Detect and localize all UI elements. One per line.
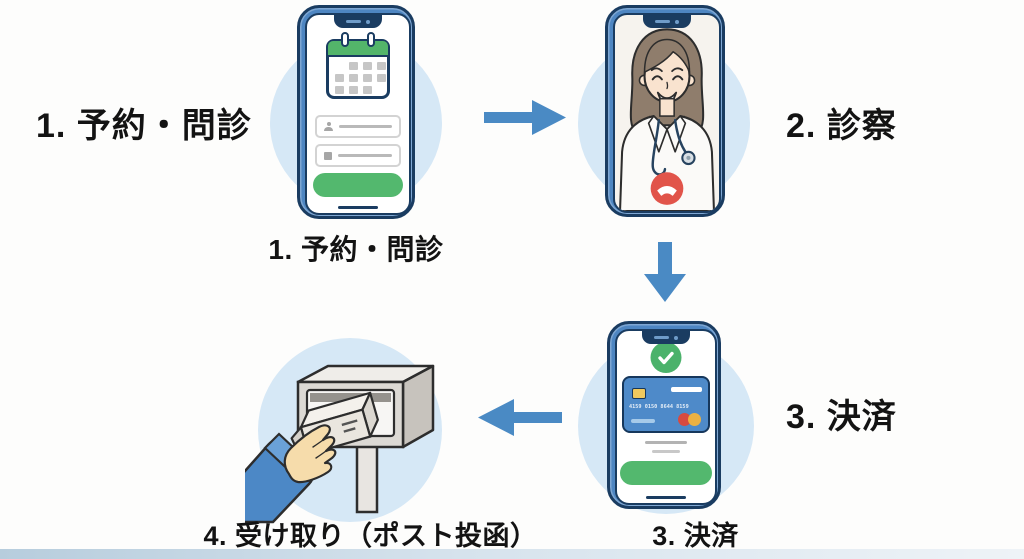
home-indicator [646, 496, 686, 499]
footer-strip [0, 549, 1024, 559]
step4-caption: 4. 受け取り（ポスト投函） [203, 521, 538, 551]
text-line [652, 450, 680, 453]
calendar-ring [341, 32, 349, 47]
arrow-down-icon [644, 242, 686, 302]
end-call-icon [650, 172, 684, 205]
checkmark-icon [650, 342, 682, 373]
step3-caption: 3. 決済 [652, 521, 739, 551]
mastercard-icon [678, 413, 701, 426]
pay-button [620, 461, 712, 485]
home-indicator [338, 206, 378, 209]
notch [334, 15, 382, 28]
calendar-icon [326, 32, 390, 99]
questionnaire-input-field [315, 144, 401, 167]
calendar-header [328, 41, 388, 57]
mailbox-delivery-illustration [245, 364, 435, 524]
input-placeholder-line [338, 154, 392, 157]
step3-side-label: 3. 決済 [786, 398, 897, 436]
doctor-avatar [619, 28, 715, 211]
smartphone-payment: 4159 0150 8644 8159 [607, 321, 721, 509]
speaker-icon [655, 20, 670, 23]
booking-submit-button [313, 173, 403, 197]
card-stripe [631, 419, 655, 423]
camera-icon [675, 19, 679, 24]
payment-screen: 4159 0150 8644 8159 [615, 329, 717, 505]
calendar-grid [335, 62, 386, 94]
name-input-field [315, 115, 401, 138]
speaker-icon [654, 336, 669, 339]
card-number: 4159 0150 8644 8159 [629, 404, 689, 410]
card-stripe [671, 387, 702, 392]
camera-icon [366, 19, 370, 24]
notch [642, 331, 690, 344]
notch [643, 15, 691, 28]
camera-icon [674, 335, 678, 340]
speaker-icon [346, 20, 361, 23]
arrow-left-icon [478, 399, 562, 436]
arrow-right-icon [484, 100, 566, 135]
user-icon [324, 122, 333, 131]
booking-screen [305, 13, 411, 215]
smartphone-booking [297, 5, 415, 219]
input-placeholder-line [339, 125, 392, 128]
text-line [645, 441, 687, 444]
calendar-ring [367, 32, 375, 47]
video-call-screen [613, 13, 721, 213]
credit-card-icon: 4159 0150 8644 8159 [622, 376, 710, 433]
step1-caption: 1. 予約・問診 [268, 234, 444, 265]
step2-side-label: 2. 診察 [786, 107, 897, 145]
step1-side-label: 1. 予約・問診 [36, 107, 252, 145]
smartphone-video-call [605, 5, 725, 217]
form-icon [324, 151, 332, 160]
card-chip [632, 388, 646, 399]
hand-icon [245, 424, 337, 524]
